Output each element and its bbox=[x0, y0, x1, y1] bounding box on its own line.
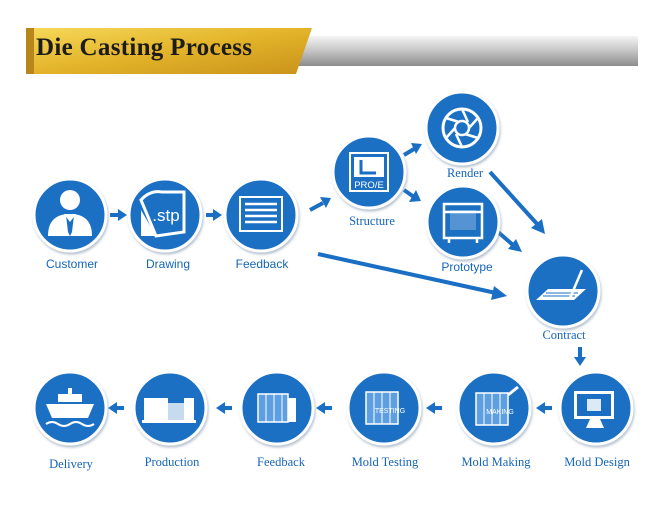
label-prototype: Prototype bbox=[441, 260, 493, 274]
flow-arrows bbox=[108, 143, 586, 414]
arrow-feedback-to-contract bbox=[317, 252, 507, 300]
mold-making-icon: MAKING bbox=[475, 385, 519, 426]
label-mold-making: Mold Making bbox=[461, 455, 531, 469]
label-feedback-top: Feedback bbox=[235, 257, 289, 271]
label-render: Render bbox=[446, 166, 484, 180]
mold-testing-icon: TESTING bbox=[365, 391, 405, 425]
arrow-feedback-to-production bbox=[216, 402, 232, 414]
label-mold-design: Mold Design bbox=[564, 455, 630, 469]
label-customer: Customer bbox=[45, 257, 98, 271]
arrow-contract-to-mold-design bbox=[574, 347, 586, 366]
arrow-mold-making-to-mold-testing bbox=[426, 402, 442, 414]
arrow-customer-to-drawing bbox=[110, 209, 127, 221]
monitor-icon bbox=[574, 391, 614, 428]
3d-printer-icon bbox=[442, 202, 484, 243]
node-render bbox=[424, 90, 500, 166]
arrow-structure-to-render bbox=[402, 143, 422, 157]
arrow-drawing-to-feedback bbox=[206, 209, 222, 221]
contract-icon bbox=[536, 269, 586, 300]
label-structure: Structure bbox=[349, 214, 395, 228]
arrow-render-to-contract bbox=[488, 170, 545, 234]
aperture-icon bbox=[441, 107, 483, 149]
page-title: Die Casting Process bbox=[36, 34, 253, 61]
customer-icon bbox=[48, 190, 92, 236]
arrow-feedback-to-structure bbox=[309, 197, 331, 212]
mold-box-icon bbox=[257, 393, 296, 423]
machine-icon bbox=[142, 398, 196, 423]
label-delivery: Delivery bbox=[49, 457, 93, 471]
ship-icon bbox=[45, 388, 95, 427]
stp-icon-text: .stp bbox=[152, 206, 179, 225]
mold-making-icon-text: MAKING bbox=[486, 409, 514, 416]
arrow-structure-to-prototype bbox=[402, 188, 421, 202]
arrow-mold-testing-to-feedback bbox=[316, 402, 332, 414]
label-contract: Contract bbox=[542, 328, 586, 342]
proe-icon: PRO/E bbox=[349, 152, 389, 192]
document-icon bbox=[239, 196, 283, 232]
arrow-prototype-to-contract bbox=[496, 230, 522, 252]
stp-file-icon: .stp bbox=[139, 190, 186, 238]
proe-icon-text: PRO/E bbox=[354, 180, 384, 191]
label-feedback-bottom: Feedback bbox=[257, 455, 305, 469]
label-drawing: Drawing bbox=[145, 257, 190, 271]
label-mold-testing: Mold Testing bbox=[351, 455, 419, 469]
label-production: Production bbox=[144, 455, 200, 469]
mold-testing-icon-text: TESTING bbox=[375, 408, 405, 415]
arrow-production-to-delivery bbox=[108, 402, 124, 414]
arrow-mold-design-to-mold-making bbox=[536, 402, 552, 414]
header-banner bbox=[26, 28, 638, 74]
